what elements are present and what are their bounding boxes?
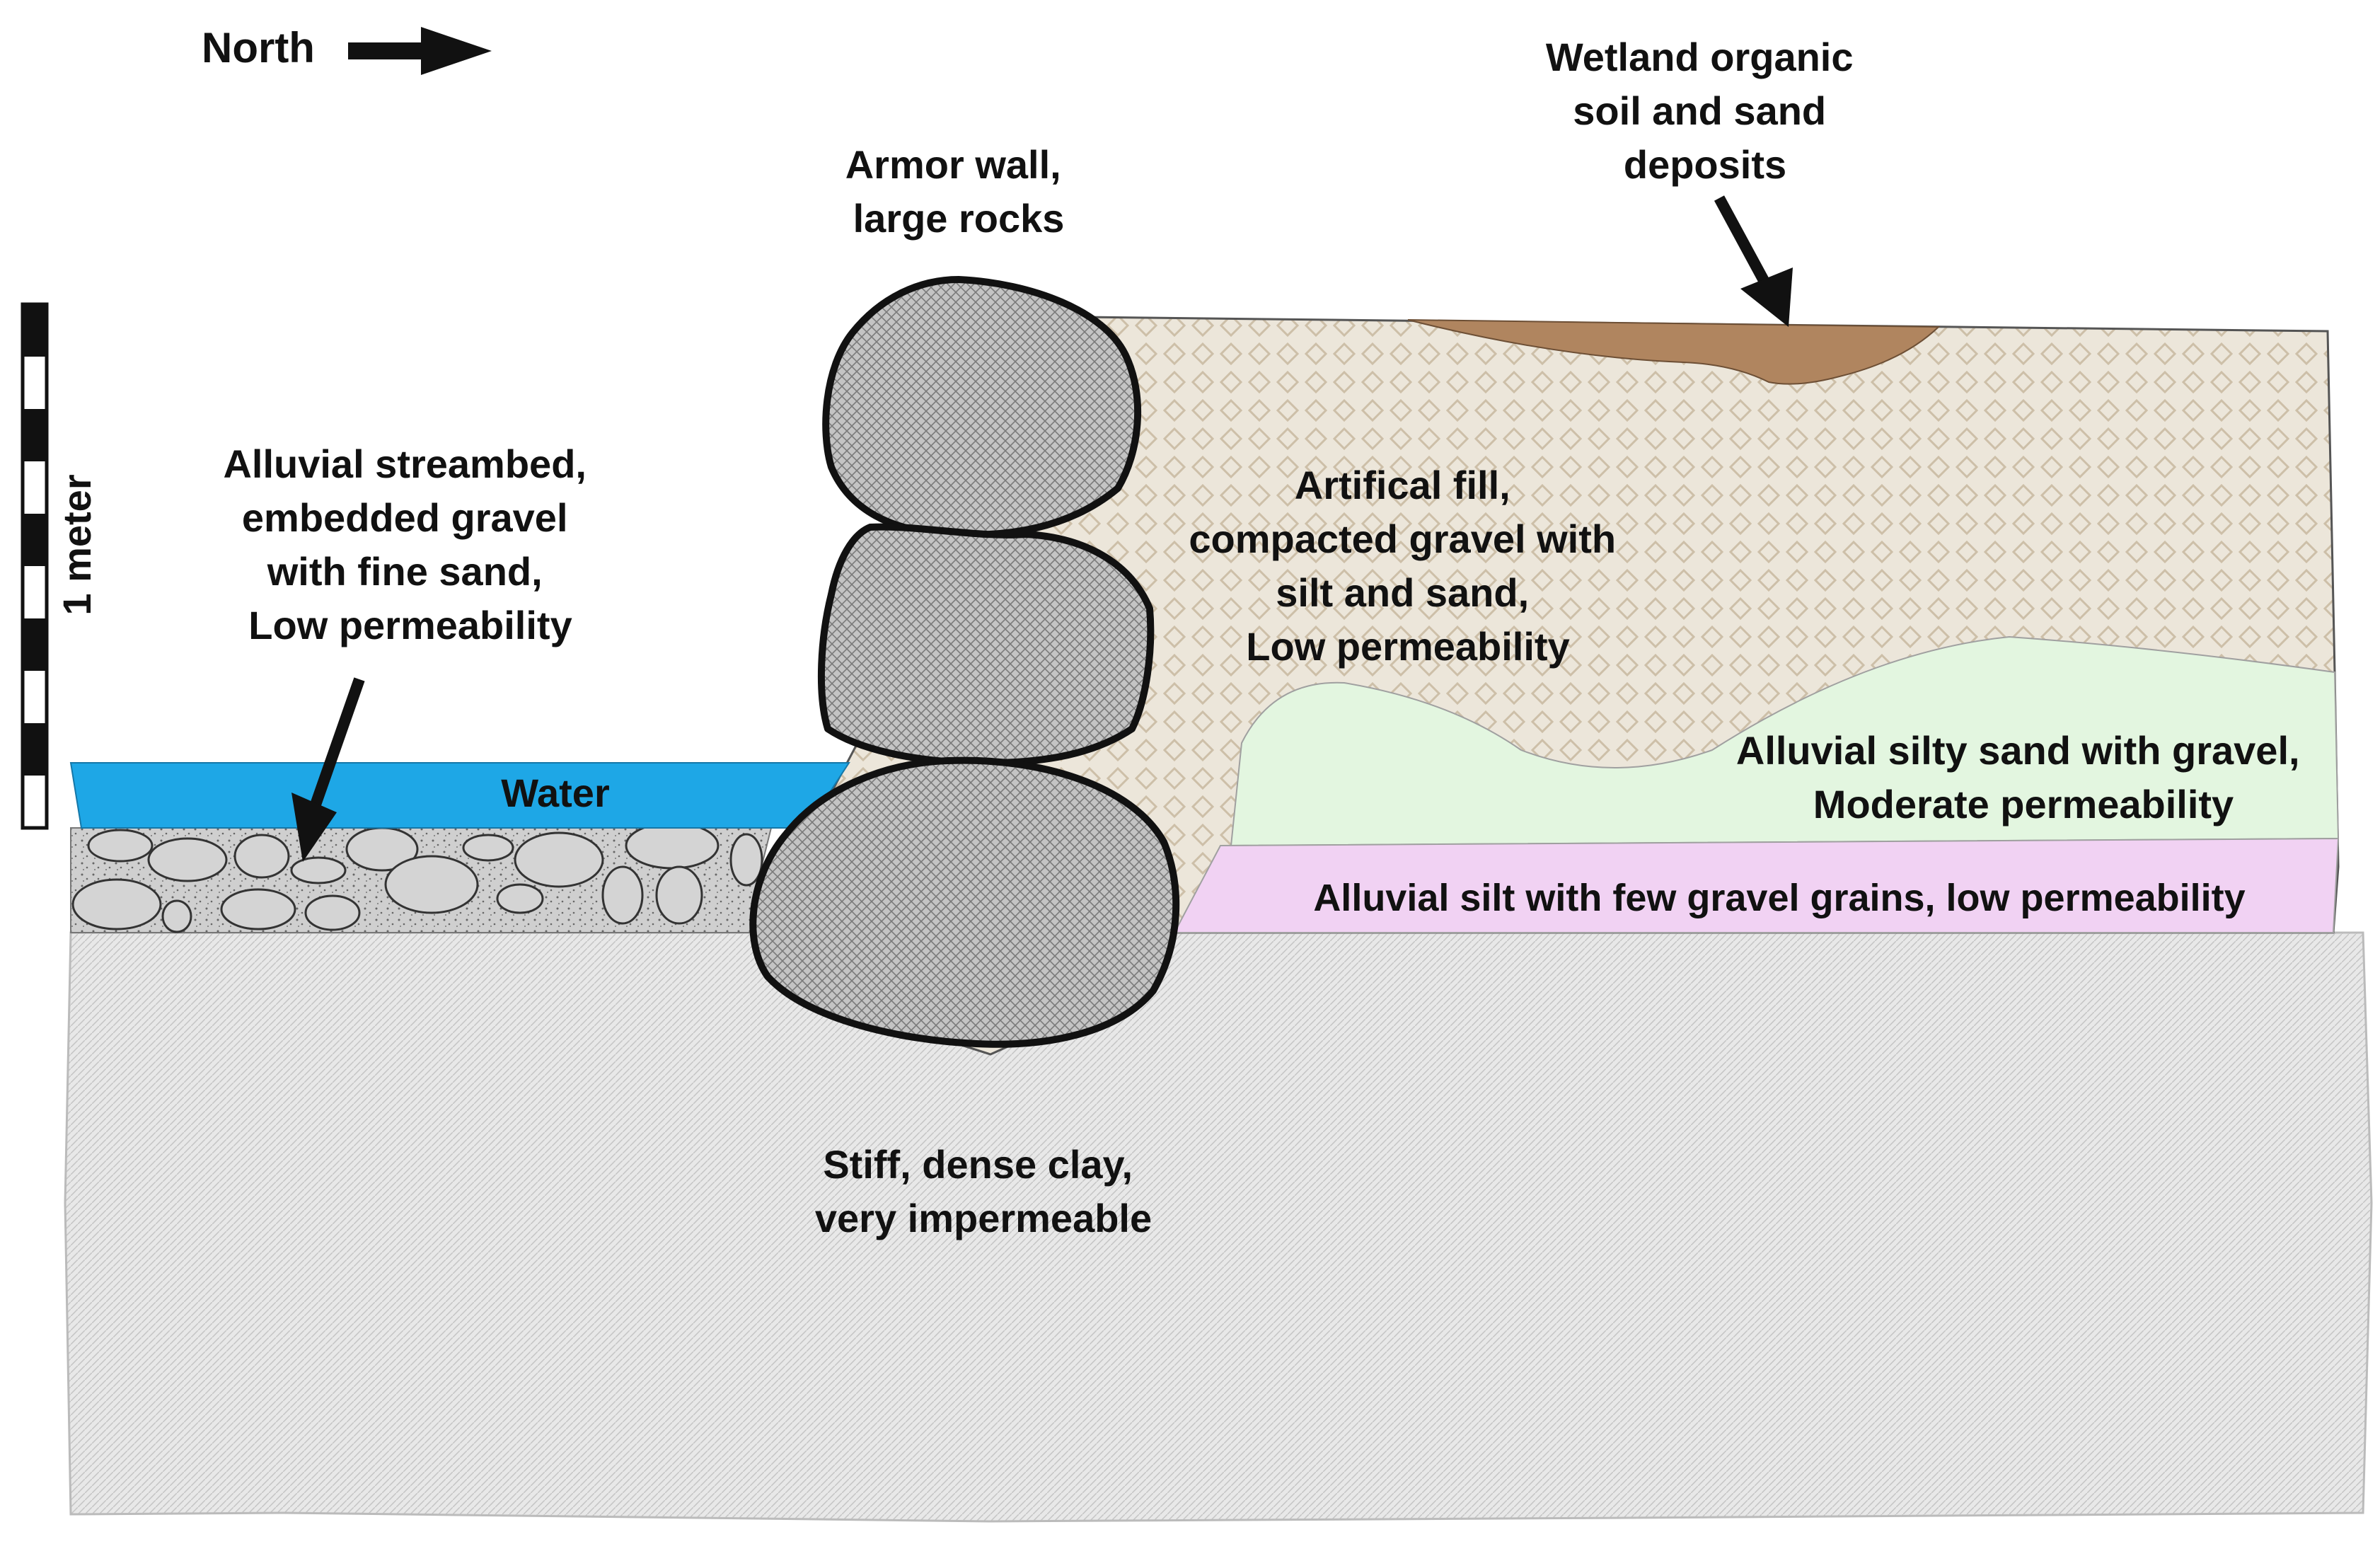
- wetland-pointer-arrow: [1714, 195, 1793, 327]
- armor-wall-label: Armor wall, large rocks: [845, 142, 1073, 241]
- fill-label: Artifical fill, compacted gravel with si…: [1189, 463, 1627, 669]
- right-arrow-icon: [348, 27, 492, 75]
- scale-bar-segment: [23, 618, 47, 671]
- armor-rock-bottom: [749, 756, 1180, 1048]
- clay-label: Stiff, dense clay, very impermeable: [815, 1142, 1152, 1240]
- clay-layer: [64, 931, 2373, 1523]
- silt-layer: [1173, 837, 2340, 933]
- scale-bar-label: 1 meter: [54, 474, 99, 615]
- north-compass: North: [202, 24, 492, 75]
- silt-label: Alluvial silt with few gravel grains, lo…: [1313, 877, 2245, 919]
- armor-rock-top: [822, 276, 1142, 538]
- streambed-label: Alluvial streambed, embedded gravel with…: [223, 442, 597, 647]
- scale-bar-segment: [23, 304, 47, 357]
- armor-rock-middle: [817, 523, 1155, 767]
- scale-bar-segment: [23, 514, 47, 566]
- wetland-layer: [1407, 319, 1941, 385]
- gravel-pebbles: [71, 822, 763, 933]
- scale-bar: [21, 302, 49, 830]
- armor-wall-rocks: [749, 276, 1180, 1048]
- scale-bar-segment: [23, 409, 47, 461]
- north-label: North: [202, 24, 315, 71]
- water-label: Water: [501, 771, 610, 815]
- silty-sand-label: Alluvial silty sand with gravel, Moderat…: [1736, 728, 2311, 826]
- wetland-label: Wetland organic soil and sand deposits: [1546, 35, 1864, 187]
- streambed-pointer-arrow: [291, 677, 365, 862]
- scale-bar-segments: [23, 304, 47, 776]
- water-layer: [69, 762, 850, 829]
- silty-sand-layer: [1230, 635, 2340, 847]
- scale-bar-segment: [23, 723, 47, 776]
